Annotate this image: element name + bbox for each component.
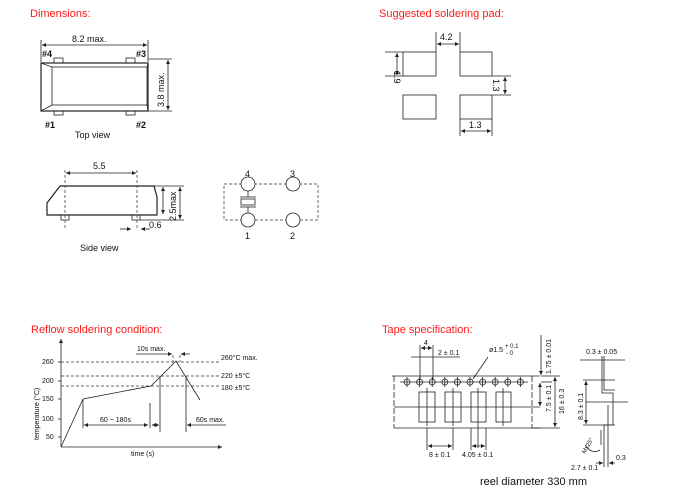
pin-3-label: #3 [136,49,146,59]
top-view: 8.2 max. 3.8 max. #4 #3 #1 #2 Top view [40,34,172,140]
above-label: 60s max. [196,417,224,424]
width-label: 16 ± 0.3 [559,389,566,414]
ytick-50: 50 [46,434,54,441]
x-axis-label: time (s) [131,451,154,458]
schematic-pin-1: 1 [245,231,250,241]
reflow-section: Reflow soldering condition: 260 200 150 … [31,324,258,458]
dimensions-title: Dimensions: [30,8,91,20]
side-height-label: 2.5max [168,191,178,221]
side-pin-label: 0.6 [149,220,162,230]
pin-2-label: #2 [136,120,146,130]
depth-label: 2.7 ± 0.1 [571,465,598,472]
pocket-depth-label: 8.3 ± 0.1 [578,393,585,420]
width-label: 8.2 max. [72,34,107,44]
pad-width-label: 1.3 [469,120,482,130]
ytick-260: 260 [42,359,54,366]
y-ticks: 260 200 150 100 50 [42,359,61,441]
reflow-profile-curve [60,360,201,448]
schematic-pin-3: 3 [290,169,295,179]
peak-temp-label: 260°C max. [221,354,258,362]
angle-label: Mx25° [582,437,596,455]
pockets [418,388,512,448]
pin-4-label: #4 [42,49,52,59]
pad-row-gap-label: 1.3 [491,79,501,92]
schematic-pin-4: 4 [245,169,250,179]
side-view: 5.5 2.5max 0.6 Side view [46,161,184,253]
hole-tol-plus: + 0.1 [505,344,519,350]
dimensions-section: Dimensions: 8.2 max. 3.8 max. #4 #3 #1 #… [30,8,319,253]
pad-gap-label: 4.2 [440,32,453,42]
reel-label: reel diameter 330 mm [480,476,587,488]
edge-label: 1.75 ± 0.01 [546,339,553,374]
pin-schematic: 4 3 1 2 [223,169,319,241]
tape-title: Tape specification: [382,324,473,336]
soldering-pad-section: Suggested soldering pad: 4.2 1.9 1.3 1.3 [379,8,511,136]
hole-offset-label: 2 ± 0.1 [438,350,459,357]
temp-220-label: 220 ±5°C [221,372,250,380]
pocket-width-label: 4.05 ± 0.1 [462,452,493,459]
hole-pitch-label: 4 [424,340,428,347]
ytick-200: 200 [42,378,54,385]
center-label: 7.5 ± 0.1 [546,385,553,412]
hole-tol-minus: - 0 [506,351,514,357]
cover-label: 0.3 [616,455,626,462]
side-pitch-label: 5.5 [93,161,106,171]
pad-height-label: 1.9 [392,71,402,84]
sprocket-holes [400,377,528,387]
hole-dia-label: ø1.5 [489,347,503,354]
temp-180-label: 180 ±5°C [221,384,250,392]
top-view-label: Top view [75,130,111,140]
pad-title: Suggested soldering pad: [379,8,504,20]
crystal-symbol [240,191,256,213]
ytick-100: 100 [42,416,54,423]
preheat-label: 60 ~ 180s [100,417,131,424]
thickness-label: 0.3 ± 0.05 [586,349,617,356]
schematic-pin-2: 2 [290,231,295,241]
y-axis-label: temperature (°C) [33,388,41,440]
side-view-label: Side view [80,243,119,253]
pocket-pitch-label: 8 ± 0.1 [429,452,450,459]
tape-profile: 0.3 ± 0.05 8.3 ± 0.1 Mx25° 0.3 2.7 ± 0.1 [571,349,628,472]
pin-1-label: #1 [45,120,55,130]
peak-time-label: 10s max. [137,346,165,353]
tape-section: Tape specification: 4 2 ± 0.1 ø1.5 + 0.1… [382,324,628,488]
ytick-150: 150 [42,396,54,403]
height-label: 3.8 max. [156,72,166,107]
reflow-title: Reflow soldering condition: [31,324,162,336]
